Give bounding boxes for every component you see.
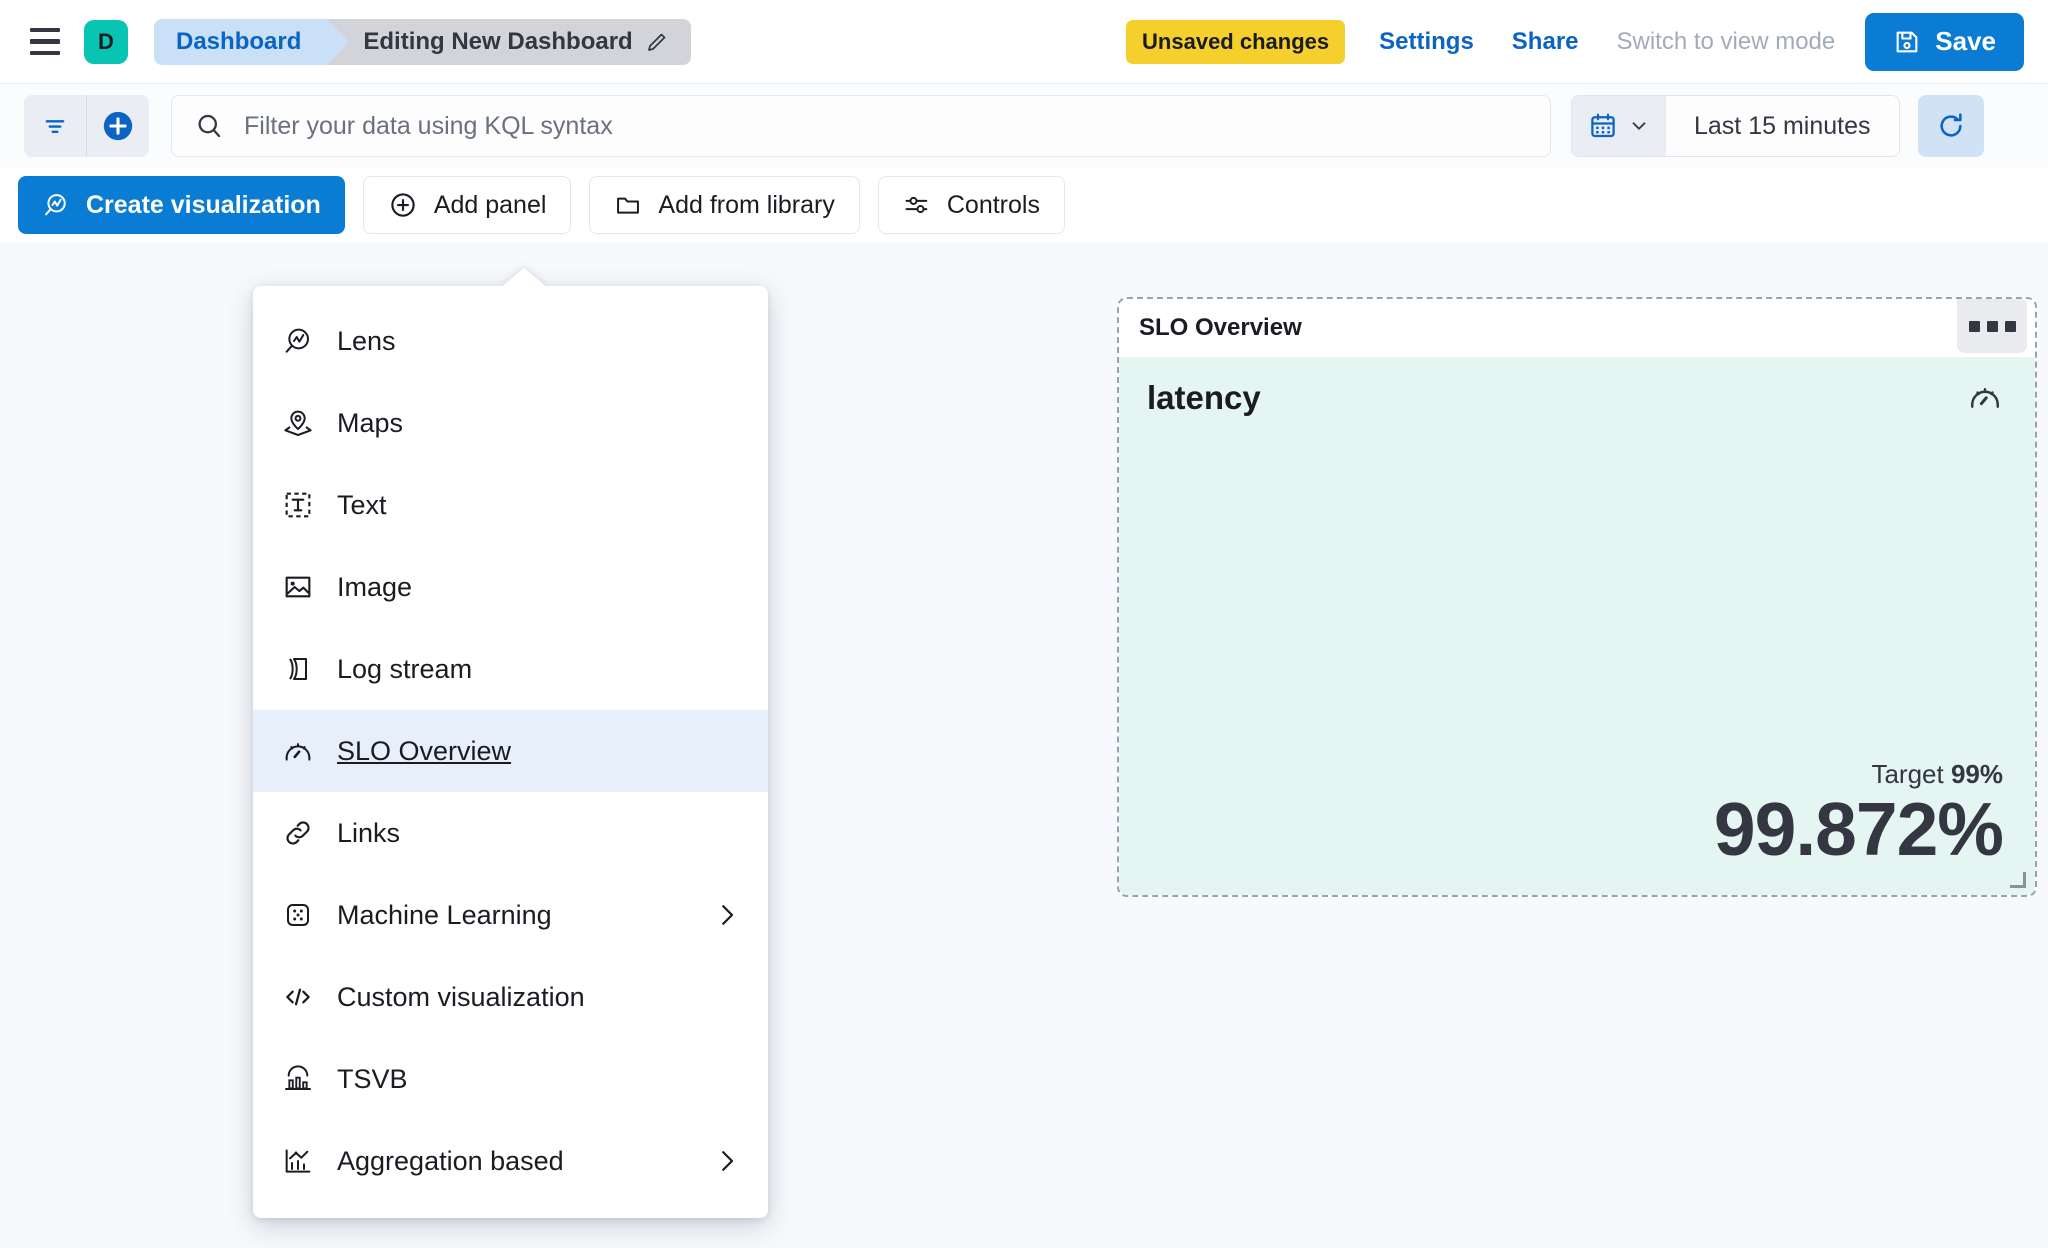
share-link[interactable]: Share: [1511, 27, 1579, 55]
chevron-right-icon: [712, 900, 742, 930]
header-actions: Unsaved changes Settings Share Switch to…: [1126, 12, 2024, 71]
menu-item-custom-visualization[interactable]: Custom visualization: [253, 956, 768, 1038]
menu-item-text[interactable]: Text: [253, 464, 768, 546]
filter-group-divider: [86, 95, 87, 157]
menu-item-slo-overview[interactable]: SLO Overview: [253, 710, 768, 792]
slo-sli-value: 99.872%: [1713, 787, 2004, 872]
avatar[interactable]: D: [84, 19, 128, 64]
menu-item-log-stream[interactable]: Log stream: [253, 628, 768, 710]
time-range-value[interactable]: Last 15 minutes: [1666, 96, 1899, 156]
save-button-label: Save: [1935, 26, 1996, 56]
image-icon: [281, 571, 315, 603]
chevron-down-icon: [1628, 115, 1650, 137]
query-bar: Filter your data using KQL syntax: [0, 84, 2048, 168]
breadcrumb: Dashboard Editing New Dashboard: [154, 18, 691, 65]
panel-body: latency Target 99%: [1119, 357, 2035, 895]
search-input[interactable]: Filter your data using KQL syntax: [171, 95, 1551, 157]
gauge-icon: [281, 735, 315, 767]
menu-item-label: Aggregation based: [337, 1145, 564, 1176]
link-icon: [281, 817, 315, 849]
add-panel-menu: Lens Maps Text: [253, 286, 768, 1218]
save-disk-icon: [1893, 28, 1921, 56]
tsvb-icon: [281, 1063, 315, 1095]
menu-item-label: SLO Overview: [337, 735, 512, 766]
menu-item-label: Log stream: [337, 653, 473, 684]
panel-context-menu-icon[interactable]: [1957, 299, 2027, 353]
menu-item-label: TSVB: [337, 1063, 408, 1094]
search-placeholder: Filter your data using KQL syntax: [244, 111, 613, 140]
settings-link[interactable]: Settings: [1379, 27, 1474, 55]
search-icon: [194, 111, 224, 141]
date-picker: Last 15 minutes: [1571, 95, 1900, 157]
text-box-icon: [281, 489, 315, 521]
controls-button[interactable]: Controls: [877, 176, 1065, 234]
menu-item-maps[interactable]: Maps: [253, 382, 768, 464]
code-icon: [281, 981, 315, 1013]
ml-icon: [281, 899, 315, 931]
lens-icon: [281, 325, 315, 357]
add-panel-label: Add panel: [433, 190, 547, 219]
map-pin-icon: [281, 407, 315, 439]
panel-body-bottom: Target 99% 99.872%: [1147, 759, 2004, 872]
gauge-icon: [1967, 379, 2003, 420]
menu-item-label: Maps: [337, 407, 404, 438]
menu-item-label: Custom visualization: [337, 981, 585, 1012]
avatar-letter: D: [98, 28, 114, 54]
slo-target-value: 99%: [1950, 759, 2003, 790]
plus-circle-icon: [388, 190, 418, 220]
add-circle-icon[interactable]: [87, 95, 149, 157]
create-visualization-button[interactable]: Create visualization: [18, 176, 345, 234]
popover-arrow: [500, 268, 548, 288]
filter-group: [24, 95, 149, 157]
filter-icon[interactable]: [24, 95, 86, 157]
add-panel-button[interactable]: Add panel: [362, 176, 572, 234]
menu-item-aggregation-based[interactable]: Aggregation based: [253, 1120, 768, 1202]
calendar-quick-select-button[interactable]: [1572, 96, 1666, 156]
chevron-right-icon: [712, 1146, 742, 1176]
menu-item-label: Text: [337, 489, 387, 520]
log-stream-icon: [281, 653, 315, 685]
lens-icon: [42, 191, 70, 219]
panel-body-top: latency: [1147, 379, 2003, 420]
refresh-icon[interactable]: [1917, 95, 1984, 157]
pencil-icon[interactable]: [645, 30, 669, 54]
menu-item-machine-learning[interactable]: Machine Learning: [253, 874, 768, 956]
slo-metric-name: latency: [1147, 379, 1261, 416]
menu-item-links[interactable]: Links: [253, 792, 768, 874]
calendar-icon: [1588, 111, 1618, 141]
switch-to-view-mode-link[interactable]: Switch to view mode: [1616, 27, 1836, 55]
status-badge-unsaved: Unsaved changes: [1126, 19, 1346, 64]
slo-target: Target 99%: [1147, 759, 2003, 790]
menu-item-tsvb[interactable]: TSVB: [253, 1038, 768, 1120]
add-from-library-button[interactable]: Add from library: [589, 176, 860, 234]
resize-handle-icon[interactable]: [2010, 872, 2026, 888]
breadcrumb-current[interactable]: Editing New Dashboard: [327, 18, 691, 65]
menu-item-label: Image: [337, 571, 413, 602]
panel-slo-overview[interactable]: SLO Overview latency: [1117, 297, 2037, 897]
hamburger-icon[interactable]: [22, 19, 68, 65]
menu-item-label: Lens: [337, 325, 396, 356]
app-header: D Dashboard Editing New Dashboard Unsave…: [0, 0, 2048, 84]
dashboard-toolbar: Create visualization Add panel Add from …: [0, 168, 2048, 242]
slo-target-label: Target: [1871, 759, 1944, 790]
add-from-library-label: Add from library: [658, 190, 835, 219]
menu-item-label: Links: [337, 817, 401, 848]
controls-label: Controls: [946, 190, 1040, 219]
save-button[interactable]: Save: [1865, 12, 2024, 71]
agg-chart-icon: [281, 1145, 315, 1177]
panel-title: SLO Overview: [1139, 314, 1302, 341]
panel-header: SLO Overview: [1119, 299, 2035, 357]
breadcrumb-dashboard[interactable]: Dashboard: [154, 18, 350, 65]
create-visualization-label: Create visualization: [86, 190, 321, 219]
menu-item-image[interactable]: Image: [253, 546, 768, 628]
menu-item-label: Machine Learning: [337, 899, 552, 930]
folder-icon: [614, 191, 642, 219]
sliders-icon: [903, 191, 931, 219]
menu-item-lens[interactable]: Lens: [253, 300, 768, 382]
